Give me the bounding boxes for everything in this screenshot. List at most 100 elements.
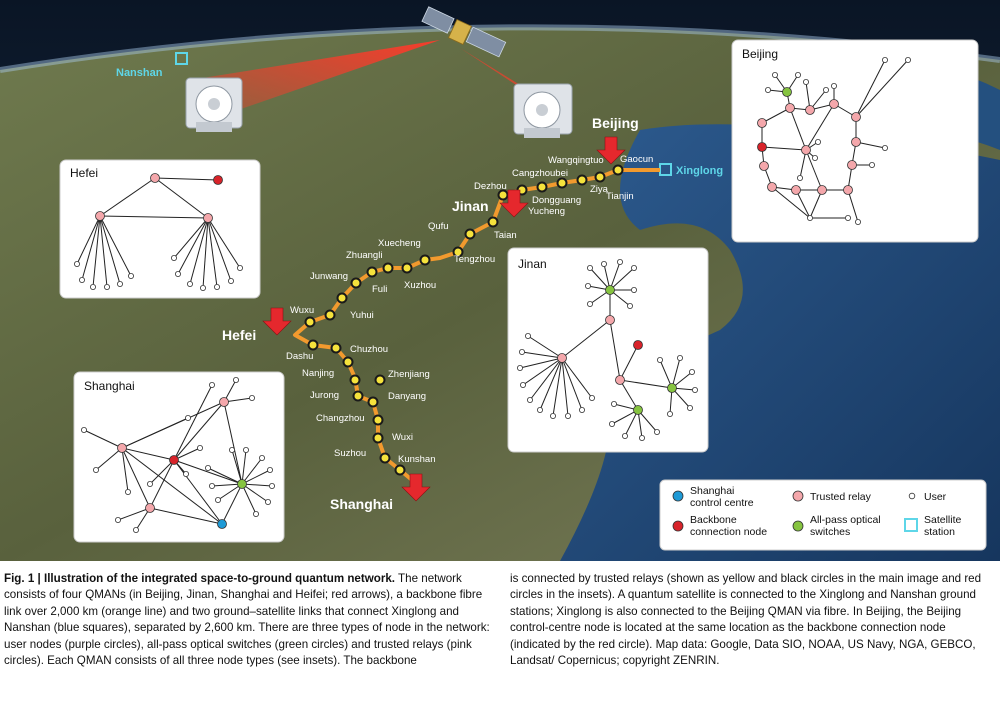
legend-satellite-station-line1: Satellite: [924, 514, 962, 526]
user-node: [631, 264, 638, 271]
trusted-relay-node: [757, 118, 767, 128]
node-label-changzhou: Changzhou: [316, 413, 365, 424]
user-node: [127, 272, 134, 279]
relay-node: [497, 189, 509, 201]
network-figure: Nanshan Xinglong Gaocu: [0, 0, 1000, 561]
user-node: [803, 79, 810, 86]
relay-node: [419, 254, 431, 266]
figure-caption: Fig. 1 | Illustration of the integrated …: [4, 571, 996, 705]
user-node: [174, 270, 181, 277]
user-node: [587, 300, 594, 307]
inset-hefei-links: [76, 177, 241, 289]
trusted-relay-node: [851, 137, 861, 147]
backbone-connection-node: [757, 142, 767, 152]
legend-panel: [659, 479, 987, 551]
node-label-ziya: Ziya: [590, 184, 609, 195]
user-node: [196, 444, 203, 451]
user-node: [609, 420, 616, 427]
ground-station-xinglong-icon: [513, 83, 573, 138]
user-node: [855, 218, 862, 225]
relay-node: [382, 262, 394, 274]
user-node: [214, 496, 221, 503]
inset-jinan: Jinan: [507, 247, 709, 453]
user-node: [208, 381, 215, 388]
user-node: [845, 214, 852, 221]
satellite-station-nanshan-marker: [175, 52, 188, 65]
node-label-nanjing: Nanjing: [302, 368, 334, 379]
legend-satellite-station-icon: [904, 518, 918, 532]
legend-backbone-label: Backbone connection node: [690, 514, 767, 538]
trusted-relay-node: [145, 503, 155, 513]
node-label-jurong: Jurong: [310, 390, 339, 401]
inset-hefei-title: Hefei: [70, 166, 98, 180]
relay-node: [372, 414, 384, 426]
trusted-relay-node: [817, 185, 827, 195]
legend-user-label: User: [924, 491, 947, 503]
trusted-relay-node: [805, 105, 815, 115]
qman-arrow-shanghai: [401, 473, 431, 502]
caption-column-left: Fig. 1 | Illustration of the integrated …: [4, 571, 492, 669]
legend-control-centre-icon: [672, 490, 684, 502]
user-node: [797, 174, 804, 181]
legend-control-centre-label: Shanghai control centre: [690, 485, 754, 509]
caption-figure-title: Illustration of the integrated space-to-…: [43, 572, 396, 585]
trusted-relay-node: [843, 185, 853, 195]
node-label-dongguang: Dongguang: [532, 195, 581, 206]
user-node: [687, 404, 694, 411]
node-label-xuzhou: Xuzhou: [404, 280, 436, 291]
node-label-wuxu: Wuxu: [290, 305, 314, 316]
inset-shanghai-panel: [73, 371, 285, 543]
relay-node: [349, 374, 361, 386]
optical-switch-node: [237, 479, 247, 489]
legend-satellite-station-label: Satellite station: [924, 514, 964, 538]
user-node: [520, 381, 527, 388]
node-label-wangqingtuo: Wangqingtuo: [548, 155, 604, 166]
user-node: [236, 264, 243, 271]
user-node: [812, 154, 819, 161]
trusted-relay-node: [150, 173, 160, 183]
user-node: [184, 414, 191, 421]
user-node: [252, 510, 259, 517]
backbone-relay-nodes: [304, 164, 624, 476]
caption-column-right: is connected by trusted relays (shown as…: [510, 571, 998, 669]
node-label-gaocun: Gaocun: [620, 154, 653, 165]
user-node: [90, 283, 97, 290]
inset-hefei: Hefei: [59, 159, 261, 299]
user-node: [182, 470, 189, 477]
trusted-relay-node: [557, 353, 567, 363]
legend-optical-switch-line2: switches: [810, 526, 850, 538]
user-node: [654, 428, 661, 435]
relay-node: [594, 171, 606, 183]
legend-backbone-icon: [672, 520, 684, 532]
user-node: [795, 72, 802, 79]
user-node: [268, 482, 275, 489]
backbone-node-labels: Gaocun Wangqingtuo Cangzhoubei Ziya Tian…: [286, 154, 653, 465]
user-node: [132, 527, 139, 534]
relay-node: [342, 356, 354, 368]
user-node: [882, 144, 889, 151]
optical-switch-node: [633, 405, 643, 415]
relay-node: [350, 277, 362, 289]
user-node: [258, 454, 265, 461]
inset-jinan-nodes: [517, 258, 699, 441]
user-node: [627, 302, 634, 309]
user-node: [227, 277, 234, 284]
ground-station-nanshan-icon: [185, 77, 243, 132]
user-node: [517, 364, 524, 371]
inset-shanghai-nodes: [81, 376, 275, 534]
user-node: [587, 264, 594, 271]
user-node: [565, 412, 572, 419]
node-label-yucheng: Yucheng: [528, 206, 565, 217]
user-node: [585, 282, 592, 289]
relay-node: [336, 292, 348, 304]
user-node: [677, 354, 684, 361]
user-node: [115, 517, 122, 524]
node-label-zhuangli: Zhuangli: [346, 250, 382, 261]
node-label-dashu: Dashu: [286, 351, 313, 362]
quantum-satellite-icon: [421, 6, 507, 58]
legend-optical-switch-line1: All-pass optical: [810, 514, 881, 526]
user-node: [765, 87, 772, 94]
legend-trusted-relay-label: Trusted relay: [810, 491, 872, 503]
relay-node: [464, 228, 476, 240]
inset-shanghai-title: Shanghai: [84, 379, 135, 393]
